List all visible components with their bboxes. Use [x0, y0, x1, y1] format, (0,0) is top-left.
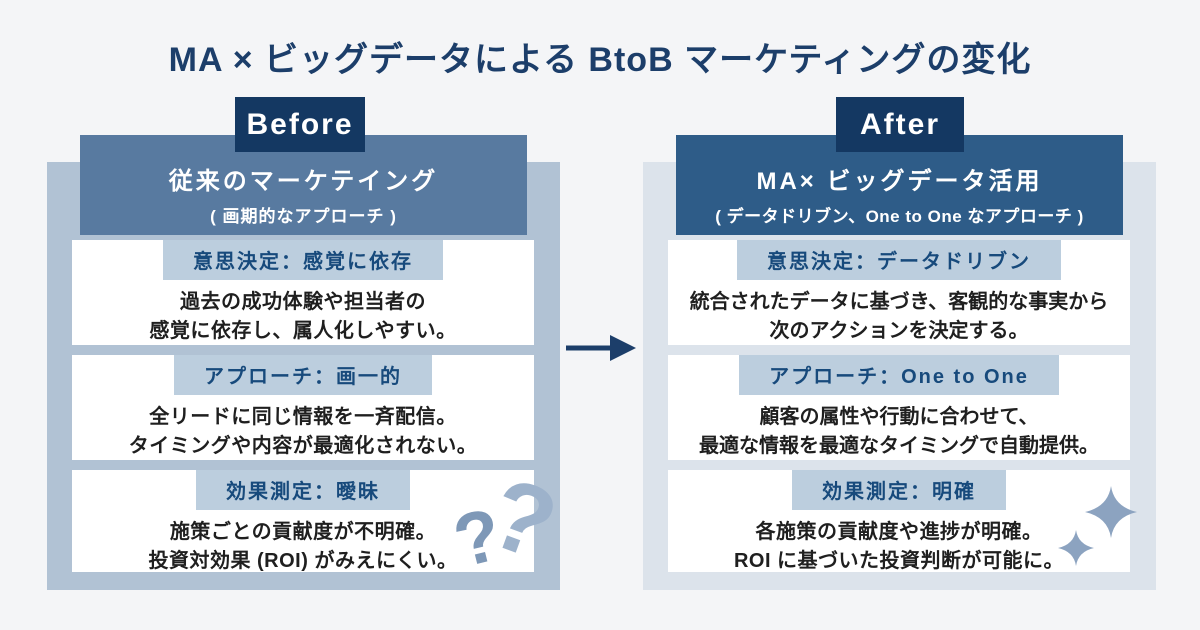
- after-section-decision: 意思決定：データドリブン 統合されたデータに基づき、客観的な事実から 次のアクシ…: [668, 240, 1130, 345]
- before-section-approach: アプローチ：画一的 全リードに同じ情報を一斉配信。 タイミングや内容が最適化され…: [72, 355, 534, 460]
- section-body: 施策ごとの貢献度が不明確。 投資対効果 (ROI) がみえにくい。: [72, 518, 534, 576]
- section-label: 意思決定：感覚に依存: [163, 240, 443, 280]
- after-header-title: MA× ビッグデータ活用: [756, 168, 1043, 195]
- section-label: 効果測定：曖昧: [196, 470, 410, 510]
- section-body: 全リードに同じ情報を一斉配信。 タイミングや内容が最適化されない。: [72, 403, 534, 461]
- section-body-line1: 過去の成功体験や担当者の: [180, 291, 426, 313]
- before-badge: Before: [235, 97, 365, 152]
- section-body: 顧客の属性や行動に合わせて、 最適な情報を最適なタイミングで自動提供。: [668, 403, 1130, 461]
- sparkle-icon: [1085, 486, 1137, 543]
- section-body-line1: 全リードに同じ情報を一斉配信。: [149, 406, 457, 428]
- section-body-line2: 次のアクションを決定する。: [769, 320, 1029, 342]
- section-label: 効果測定：明確: [792, 470, 1006, 510]
- after-section-approach: アプローチ：One to One 顧客の属性や行動に合わせて、 最適な情報を最適…: [668, 355, 1130, 460]
- section-body-line1: 施策ごとの貢献度が不明確。: [169, 521, 437, 543]
- after-header-subtitle: ( データドリブン、One to One なアプローチ ): [715, 207, 1084, 226]
- section-body-line1: 顧客の属性や行動に合わせて、: [759, 406, 1039, 428]
- section-body: 各施策の貢献度や進捗が明確。 ROI に基づいた投資判断が可能に。: [668, 518, 1130, 576]
- section-label: アプローチ：画一的: [174, 355, 432, 395]
- section-body-line1: 各施策の貢献度や進捗が明確。: [755, 521, 1043, 543]
- section-body-line2: 投資対効果 (ROI) がみえにくい。: [148, 550, 458, 572]
- before-header-title: 従来のマーケテイング: [168, 168, 439, 195]
- page-title: MA × ビッグデータによる BtoB マーケティングの変化: [168, 41, 1032, 79]
- section-label: アプローチ：One to One: [739, 355, 1059, 395]
- after-header: MA× ビッグデータ活用 ( データドリブン、One to One なアプローチ…: [676, 135, 1123, 235]
- section-body-line2: 最適な情報を最適なタイミングで自動提供。: [699, 435, 1099, 457]
- section-body-line2: ROI に基づいた投資判断が可能に。: [733, 550, 1065, 572]
- section-body-line2: タイミングや内容が最適化されない。: [128, 435, 478, 457]
- before-to-after-arrow-icon: [566, 335, 636, 366]
- section-label: 意思決定：データドリブン: [737, 240, 1061, 280]
- section-body: 統合されたデータに基づき、客観的な事実から 次のアクションを決定する。: [668, 288, 1130, 346]
- after-section-measurement: 効果測定：明確 各施策の貢献度や進捗が明確。 ROI に基づいた投資判断が可能に…: [668, 470, 1130, 572]
- section-body-line1: 統合されたデータに基づき、客観的な事実から: [689, 291, 1109, 313]
- before-section-measurement: 効果測定：曖昧 施策ごとの貢献度が不明確。 投資対効果 (ROI) がみえにくい…: [72, 470, 534, 572]
- section-body-line2: 感覚に依存し、属人化しやすい。: [149, 320, 457, 342]
- sparkle-icon: [1058, 530, 1094, 571]
- before-section-decision: 意思決定：感覚に依存 過去の成功体験や担当者の 感覚に依存し、属人化しやすい。: [72, 240, 534, 345]
- after-badge: After: [836, 97, 964, 152]
- before-header-subtitle: ( 画期的なアプローチ ): [210, 207, 397, 226]
- section-body: 過去の成功体験や担当者の 感覚に依存し、属人化しやすい。: [72, 288, 534, 346]
